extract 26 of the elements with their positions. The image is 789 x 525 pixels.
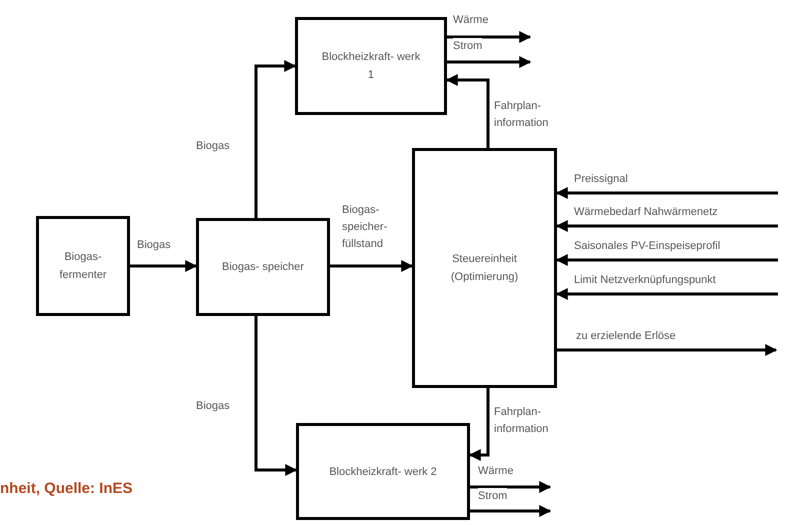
process-box <box>196 218 330 316</box>
box-label: Biogas- fermenter <box>58 250 108 283</box>
process-box <box>296 423 470 520</box>
arrow <box>254 60 296 218</box>
arrow <box>557 344 778 356</box>
arrow <box>130 260 198 272</box>
box-label: Biogas- speicher <box>221 260 305 275</box>
arrow <box>254 316 298 476</box>
arrow <box>556 220 778 232</box>
caption: nheit, Quelle: InES <box>0 479 133 499</box>
process-box <box>295 17 447 115</box>
box-label: Steuereinheit (Optimierung) <box>450 252 520 285</box>
arrow <box>330 260 414 272</box>
arrow <box>468 388 490 461</box>
arrow <box>556 254 778 266</box>
arrow <box>446 74 490 148</box>
arrow <box>470 481 552 493</box>
process-box <box>36 216 130 316</box>
box-label: Blockheizkraft- werk 2 <box>328 464 438 480</box>
arrow <box>556 187 778 199</box>
arrow <box>447 31 532 43</box>
process-box <box>412 148 557 388</box>
arrow <box>447 56 532 68</box>
arrow <box>470 505 552 517</box>
arrow <box>556 288 778 300</box>
box-label: Blockheizkraft- werk 1 <box>320 50 422 83</box>
